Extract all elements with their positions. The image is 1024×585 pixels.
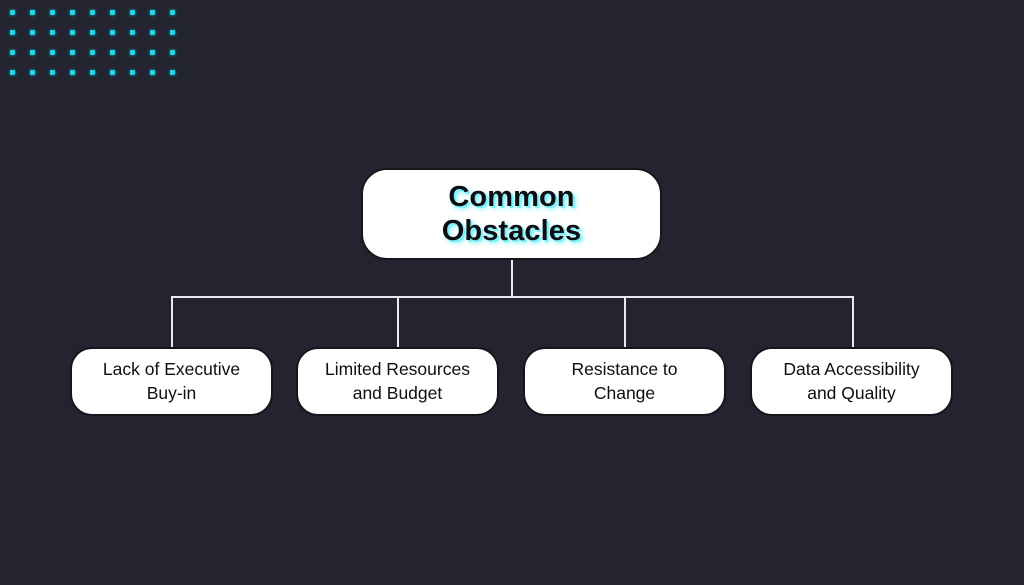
grid-dot xyxy=(110,10,115,15)
grid-dot xyxy=(50,50,55,55)
connector-drop-1 xyxy=(397,296,399,347)
grid-dot xyxy=(90,30,95,35)
grid-dot xyxy=(110,30,115,35)
grid-dot xyxy=(50,10,55,15)
connector-root-stem xyxy=(511,260,513,298)
node-child-lack-of-executive-buy-in[interactable]: Lack of Executive Buy-in xyxy=(70,347,273,416)
grid-dot xyxy=(90,70,95,75)
grid-dot xyxy=(130,50,135,55)
grid-dot xyxy=(170,30,175,35)
grid-dot xyxy=(10,70,15,75)
grid-dot xyxy=(150,30,155,35)
grid-dot xyxy=(170,10,175,15)
grid-dot xyxy=(170,70,175,75)
grid-dot xyxy=(130,10,135,15)
grid-dot xyxy=(30,70,35,75)
grid-dot xyxy=(70,30,75,35)
grid-dot xyxy=(130,30,135,35)
grid-dot xyxy=(30,10,35,15)
grid-dot xyxy=(150,70,155,75)
grid-dot xyxy=(70,70,75,75)
grid-dot xyxy=(50,30,55,35)
grid-dot xyxy=(90,50,95,55)
node-root-label: Common Obstacles xyxy=(441,180,582,247)
node-child-label: Data Accessibility and Quality xyxy=(783,359,920,403)
connector-drop-2 xyxy=(624,296,626,347)
grid-dot xyxy=(90,10,95,15)
grid-dot xyxy=(50,70,55,75)
grid-dot xyxy=(150,10,155,15)
node-child-resistance-to-change[interactable]: Resistance to Change xyxy=(523,347,726,416)
grid-dot xyxy=(30,30,35,35)
node-child-label: Limited Resources and Budget xyxy=(325,359,470,403)
grid-dot xyxy=(170,50,175,55)
grid-dot xyxy=(130,70,135,75)
grid-dot xyxy=(30,50,35,55)
node-root[interactable]: Common Obstacles xyxy=(361,168,662,260)
grid-dot xyxy=(10,50,15,55)
node-child-data-accessibility-and-quality[interactable]: Data Accessibility and Quality xyxy=(750,347,953,416)
node-child-label: Resistance to Change xyxy=(571,359,678,403)
node-child-limited-resources-and-budget[interactable]: Limited Resources and Budget xyxy=(296,347,499,416)
grid-dot xyxy=(70,50,75,55)
grid-dot xyxy=(10,10,15,15)
connector-horizontal-bus xyxy=(172,296,854,298)
connector-drop-3 xyxy=(852,296,854,347)
grid-dot xyxy=(110,70,115,75)
grid-dot xyxy=(110,50,115,55)
node-child-label: Lack of Executive Buy-in xyxy=(102,359,241,403)
grid-dot xyxy=(150,50,155,55)
cyan-dot-grid xyxy=(0,0,190,85)
connector-drop-0 xyxy=(171,296,173,347)
grid-dot xyxy=(10,30,15,35)
grid-dot xyxy=(70,10,75,15)
